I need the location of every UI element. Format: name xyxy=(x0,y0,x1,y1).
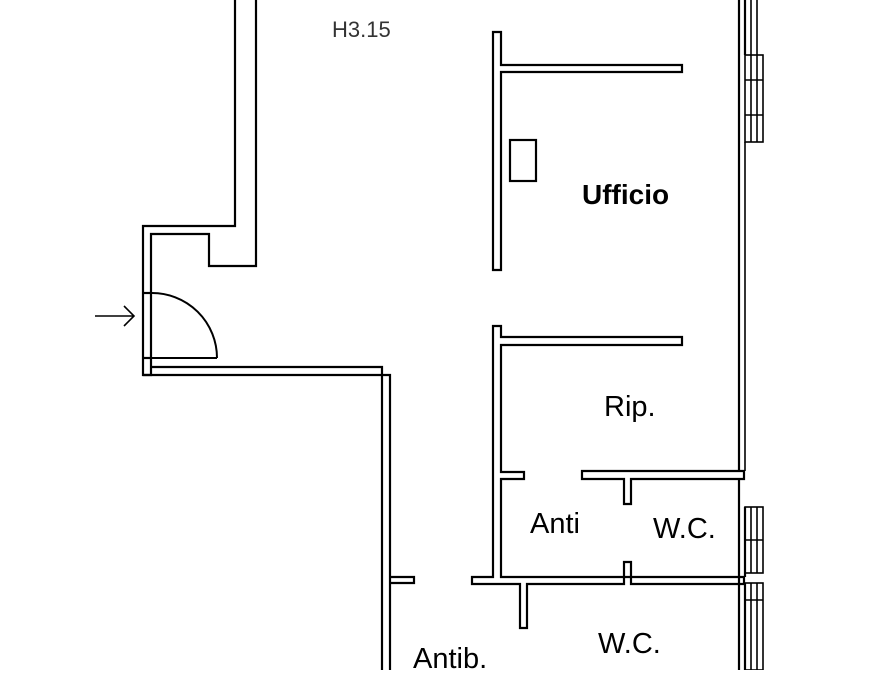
wall-antibath-stub xyxy=(390,575,416,585)
room-label-wc-lower: W.C. xyxy=(598,628,661,660)
room-label-office: Ufficio xyxy=(582,179,670,210)
room-label-antibath: Antib. xyxy=(413,643,488,675)
ceiling-height-label: H3.15 xyxy=(332,17,391,42)
room-label-wc-upper: W.C. xyxy=(653,513,716,545)
window-upper xyxy=(744,54,764,143)
wall-storage-partition xyxy=(470,324,746,630)
entrance-arrow-icon xyxy=(95,305,136,327)
wall-wc-upper-top xyxy=(580,469,746,506)
wall-corridor-upper xyxy=(141,0,258,377)
wall-corridor-bottom xyxy=(143,365,392,670)
office-fixture xyxy=(508,138,538,183)
wall-exterior-right xyxy=(737,0,747,670)
wall-office-partition xyxy=(491,30,684,272)
window-wc-upper xyxy=(744,506,764,574)
entrance-door xyxy=(150,291,218,359)
window-wc-lower xyxy=(744,582,764,670)
room-label-anteroom: Anti xyxy=(530,508,580,540)
wall-exterior-right-frame xyxy=(744,0,758,471)
room-label-storage: Rip. xyxy=(604,391,656,423)
